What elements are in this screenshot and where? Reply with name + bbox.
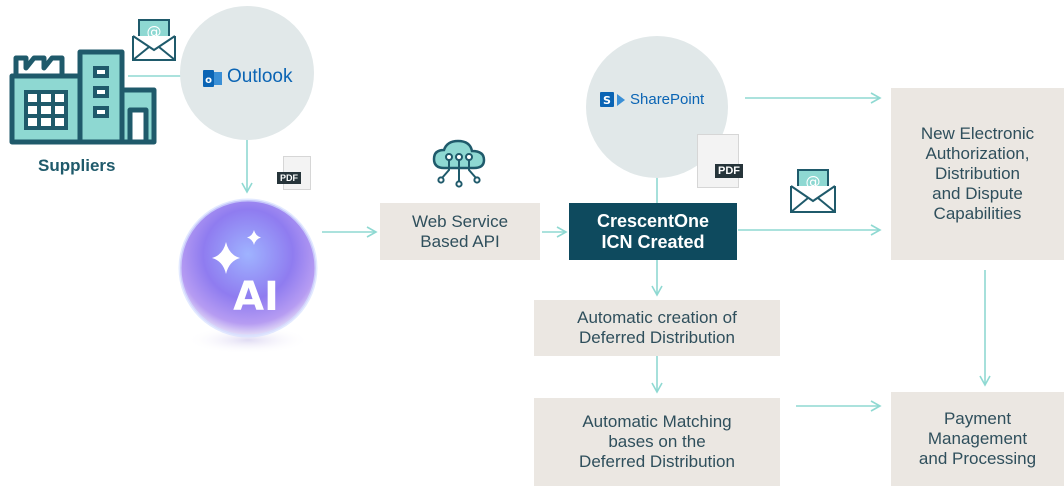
capabilities-label: New Electronic Authorization, Distributi… <box>920 124 1035 223</box>
pdf-document-icon: PDF <box>697 134 743 188</box>
web-service-api-box: Web Service Based API <box>380 203 540 260</box>
outlook-label: Outlook <box>227 66 293 87</box>
svg-text:o: o <box>205 75 212 86</box>
capabilities-box: New Electronic Authorization, Distributi… <box>891 88 1064 260</box>
outlook-node <box>180 6 314 140</box>
pdf-tag: PDF <box>715 164 743 178</box>
suppliers-label: Suppliers <box>38 156 116 175</box>
sharepoint-icon: S <box>600 92 625 107</box>
email-icon: @ <box>132 19 176 61</box>
web-service-api-label: Web Service Based API <box>411 211 509 251</box>
ai-icon: AI <box>178 198 318 354</box>
deferred-distribution-label: Automatic creation of Deferred Distribut… <box>577 308 737 347</box>
outlook-icon: o <box>203 70 222 87</box>
deferred-distribution-box: Automatic creation of Deferred Distribut… <box>534 300 780 356</box>
icn-created-label: CrescentOne ICN Created <box>596 210 710 252</box>
pdf-tag: PDF <box>277 172 301 184</box>
automatic-matching-label: Automatic Matching bases on the Deferred… <box>579 412 735 471</box>
payment-box: Payment Management and Processing <box>891 392 1064 486</box>
icn-created-box: CrescentOne ICN Created <box>569 203 737 260</box>
ai-label: AI <box>233 274 279 320</box>
email-icon: @ <box>790 169 836 213</box>
factory-icon <box>9 49 157 145</box>
svg-text:S: S <box>603 94 611 107</box>
cloud-api-icon <box>432 139 486 188</box>
pdf-document-icon: PDF <box>277 156 311 190</box>
automatic-matching-box: Automatic Matching bases on the Deferred… <box>534 398 780 486</box>
payment-label: Payment Management and Processing <box>918 409 1037 468</box>
sharepoint-label: SharePoint <box>630 91 705 108</box>
